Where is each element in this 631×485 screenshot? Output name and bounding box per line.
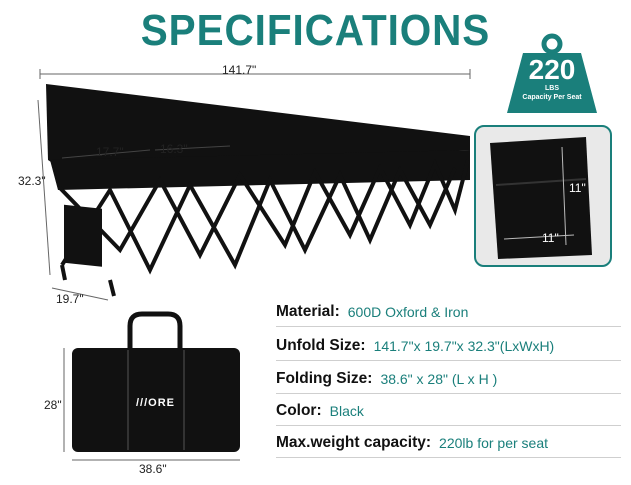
bag-brand-logo: ///ORE <box>136 397 176 409</box>
spec-row-folding-size: Folding Size: 38.6" x 28" (L x H ) <box>276 367 497 391</box>
capacity-value: 220 <box>528 54 576 85</box>
spec-value: 141.7"x 19.7"x 32.3"(LxWxH) <box>373 338 555 354</box>
spec-row-unfold-size: Unfold Size: 141.7"x 19.7"x 32.3"(LxWxH) <box>276 334 554 358</box>
divider <box>276 425 621 426</box>
pocket-detail-inset: 11" 11" <box>474 125 612 267</box>
spec-value: 220lb for per seat <box>439 435 549 451</box>
divider <box>276 457 621 458</box>
spec-row-color: Color: Black <box>276 399 364 423</box>
spec-value: 38.6" x 28" (L x H ) <box>380 371 498 387</box>
length-dimension: 141.7" <box>222 63 257 77</box>
seat-width-dimension: 17.7" <box>96 145 124 159</box>
divider <box>276 393 621 394</box>
pocket-height-dimension: 11" <box>569 181 586 195</box>
spec-value: 600D Oxford & Iron <box>347 304 469 320</box>
divider <box>276 326 621 327</box>
bench-illustration <box>37 69 471 301</box>
side-pocket-illustration <box>490 137 592 259</box>
spec-label: Color: <box>276 402 322 419</box>
weight-icon <box>507 33 597 113</box>
capacity-unit: LBS <box>545 85 559 92</box>
spec-value: Black <box>329 403 364 419</box>
spec-row-material: Material: 600D Oxford & Iron <box>276 300 468 324</box>
height-dimension: 32.3" <box>18 174 46 188</box>
pocket-width-dimension: 11" <box>542 231 559 245</box>
bag-height-dimension: 28" <box>44 398 62 412</box>
divider <box>276 360 621 361</box>
depth-dimension: 19.7" <box>56 292 84 306</box>
spec-label: Folding Size: <box>276 370 373 387</box>
spec-label: Max.weight capacity: <box>276 434 432 451</box>
seat-gap-dimension: 16.3" <box>160 142 188 156</box>
carry-bag-illustration <box>63 311 240 461</box>
bag-width-dimension: 38.6" <box>139 462 167 476</box>
page-title: SPECIFICATIONS <box>140 6 491 55</box>
capacity-badge: 220 LBS Capacity Per Seat <box>512 56 592 102</box>
spec-row-max-weight: Max.weight capacity: 220lb for per seat <box>276 431 548 455</box>
spec-label: Material: <box>276 303 340 320</box>
spec-label: Unfold Size: <box>276 337 366 354</box>
capacity-caption: Capacity Per Seat <box>522 94 582 101</box>
